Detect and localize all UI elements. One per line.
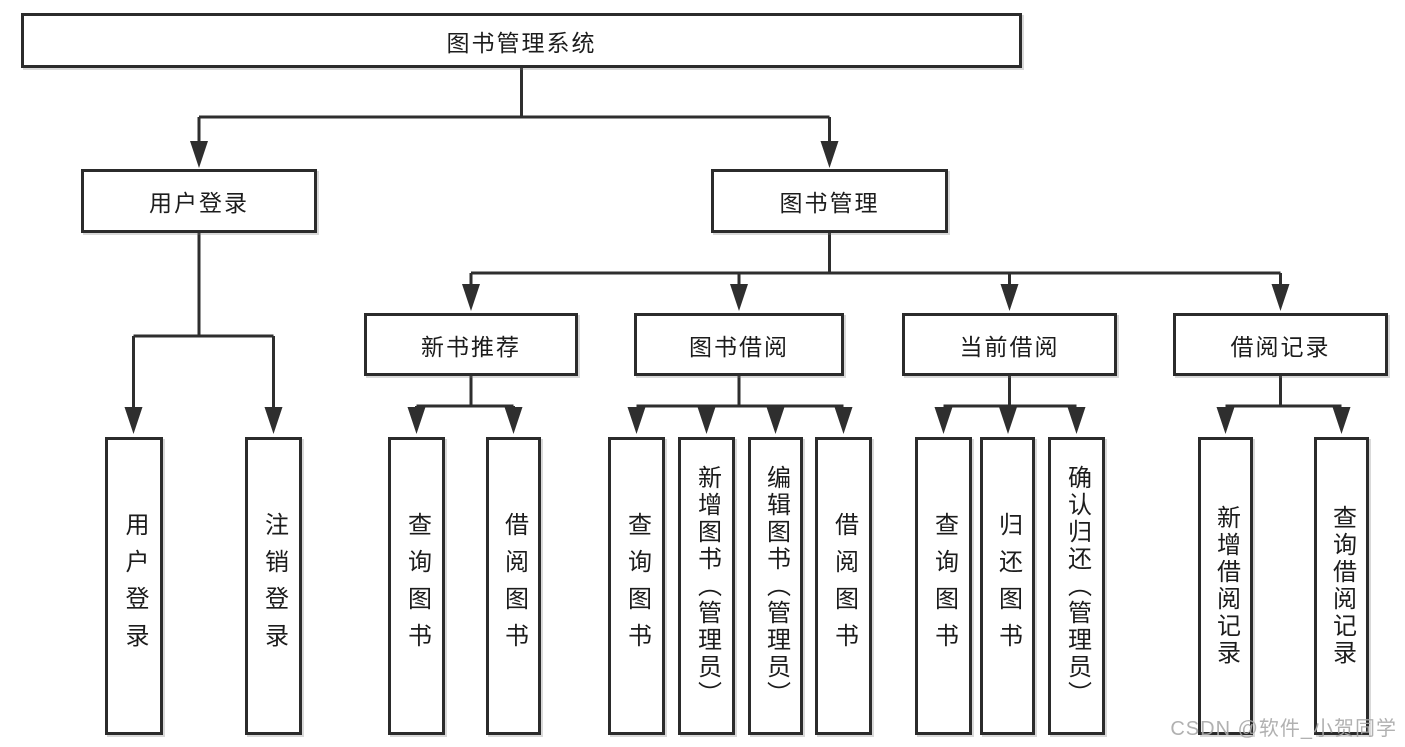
node-borrow-records: 借阅记录 [1173,313,1388,376]
node-leaf-return-books: 归还图书 [980,437,1035,735]
node-borrow-records-label: 借阅记录 [1230,333,1331,360]
node-leaf-user-login-label: 用户登录 [121,512,148,660]
node-leaf-borrow-books-2-label: 借阅图书 [830,512,858,660]
node-leaf-logout-label: 注销登录 [260,512,288,660]
node-leaf-user-login: 用户登录 [105,437,163,735]
node-leaf-add-books: 新增图书（管理员） [678,437,735,735]
csdn-watermark: CSDN @软件_小贺同学 [1170,718,1397,740]
node-leaf-borrow-books-2: 借阅图书 [815,437,872,735]
node-leaf-query-borrow-record: 查询借阅记录 [1314,437,1369,735]
node-leaf-confirm-return-label: 确认归还（管理员） [1063,464,1091,708]
node-leaf-query-borrow-record-label: 查询借阅记录 [1328,505,1356,667]
node-book-management-label: 图书管理 [779,190,880,216]
node-book-borrow: 图书借阅 [634,313,844,376]
node-leaf-query-books-3-label: 查询图书 [930,512,958,660]
node-leaf-add-borrow-record: 新增借阅记录 [1198,437,1253,735]
node-leaf-query-books-2: 查询图书 [608,437,665,735]
node-leaf-edit-books-label: 编辑图书（管理员） [762,464,790,708]
node-leaf-borrow-books-1-label: 借阅图书 [500,512,528,660]
node-leaf-borrow-books-1: 借阅图书 [486,437,541,735]
node-leaf-return-books-label: 归还图书 [994,512,1022,660]
node-system: 图书管理系统 [21,13,1022,68]
node-leaf-add-borrow-record-label: 新增借阅记录 [1212,505,1240,667]
node-leaf-query-books-3: 查询图书 [915,437,972,735]
node-new-book-recommend: 新书推荐 [364,313,578,376]
node-leaf-query-books-1-label: 查询图书 [403,512,431,660]
node-book-borrow-label: 图书借阅 [689,333,789,360]
node-user-login-label: 用户登录 [149,190,249,216]
node-current-borrow-label: 当前借阅 [959,333,1060,360]
node-leaf-confirm-return: 确认归还（管理员） [1048,437,1105,735]
node-leaf-query-books-1: 查询图书 [388,437,445,735]
node-leaf-add-books-label: 新增图书（管理员） [693,464,721,708]
node-book-management: 图书管理 [711,169,948,233]
node-user-login: 用户登录 [81,169,317,233]
node-current-borrow: 当前借阅 [902,313,1117,376]
node-new-book-recommend-label: 新书推荐 [421,333,521,360]
node-leaf-query-books-2-label: 查询图书 [623,512,651,660]
node-leaf-logout: 注销登录 [245,437,302,735]
node-system-label: 图书管理系统 [446,29,597,56]
node-leaf-edit-books: 编辑图书（管理员） [748,437,803,735]
